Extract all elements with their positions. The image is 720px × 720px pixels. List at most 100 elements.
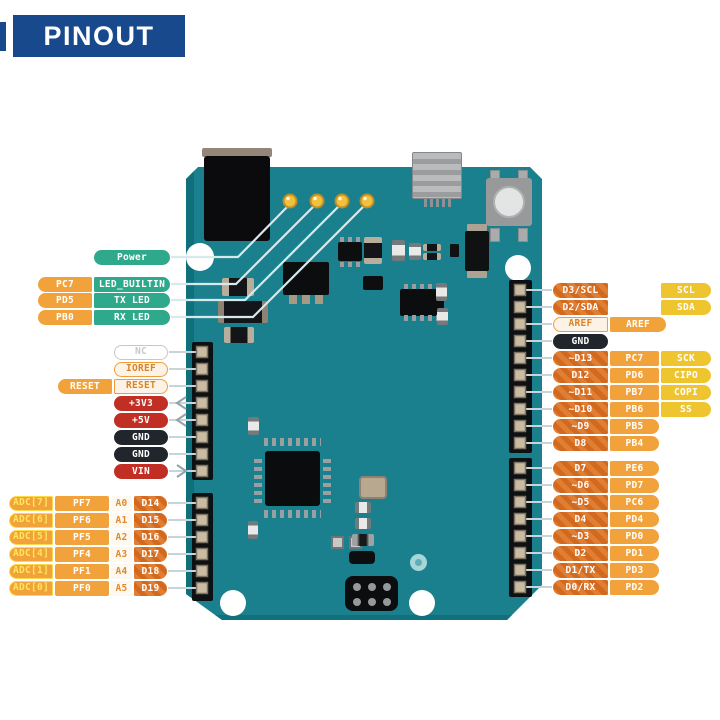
regulator-legs [289,295,323,304]
edge-fragment [0,22,6,51]
pin-label-pe6: PE6 [610,460,659,476]
header-pin [513,351,527,365]
pin-label-a5: A5 [111,580,132,596]
header-pin [513,461,527,475]
pin-label-aref: AREF [610,316,666,332]
capacitor [248,417,259,435]
led-wire [171,202,368,319]
mounting-hole [409,590,435,616]
header-pin [513,283,527,297]
pin-label-pc7: PC7 [38,276,92,292]
header-pin [195,396,209,410]
smd-component [450,244,459,257]
pin-label-pc6: PC6 [610,494,659,510]
header-pin [513,334,527,348]
pin-label-scl: SCL [661,282,711,298]
pin-label-pf6: PF6 [55,512,109,528]
header-pin [195,447,209,461]
pin-label-aref: AREF [553,316,608,332]
pin-label-pd7: PD7 [610,477,659,493]
header-pin [513,546,527,560]
pin-label-d4: D4 [553,511,608,527]
transistor-sot23 [363,276,383,290]
pin-label-gnd: GND [553,333,608,349]
pin-label-pd5: PD5 [38,292,92,308]
mcu-legs-left [254,457,262,503]
header-pin [195,362,209,376]
header-pin [195,464,209,478]
pin-label-led-builtin: LED_BUILTIN [94,276,170,292]
pin-label--d5: ~D5 [553,494,608,510]
board-led [309,193,325,209]
header-pin [513,300,527,314]
pin-label-d19: D19 [134,580,167,596]
mcu-legs-bottom [264,510,321,518]
board-led [359,193,375,209]
header-pin [513,436,527,450]
ic16-legs [404,284,440,290]
usb-pins [424,199,451,207]
pin-label-a1: A1 [111,512,132,528]
pin-label-sda: SDA [661,299,711,315]
pin-label-pd6: PD6 [610,367,659,383]
pin-label--d6: ~D6 [553,477,608,493]
capacitor [355,502,371,513]
polyfuse-lip [467,271,487,278]
pin-label-pf1: PF1 [55,563,109,579]
header-pin [513,529,527,543]
header-pin [513,512,527,526]
pin-label--3v3: +3V3 [114,395,168,411]
pin-label-tx-led: TX LED [94,292,170,308]
pin-label-pf7: PF7 [55,495,109,511]
icsp-pin [383,583,391,591]
header-pin [195,430,209,444]
pin-label-d18: D18 [134,563,167,579]
pin-label--d10: ~D10 [553,401,608,417]
tantalum-capacitor [364,237,382,264]
mcu-legs-right [323,457,331,503]
pin-label-pb7: PB7 [610,384,659,400]
ic-legs [340,262,360,267]
pin-label-reset: RESET [114,378,168,394]
led-wire [171,202,318,286]
title-banner: PINOUT [13,15,185,57]
pin-label-d7: D7 [553,460,608,476]
right-arrow-icon [176,464,188,478]
via-center [415,559,422,566]
pin-label-d1-tx: D1/TX [553,562,608,578]
pin-label-reset: RESET [58,378,112,394]
led-wire [171,202,343,302]
mounting-hole [505,255,531,281]
header-pin [195,379,209,393]
left-arrow-icon [175,396,187,410]
left-arrow-icon [175,413,187,427]
header-pin [513,385,527,399]
icsp-pin [353,598,361,606]
resistor [423,253,441,260]
resistor [423,244,441,251]
header-pin [513,495,527,509]
board-led [282,193,298,209]
header-pin [195,581,209,595]
pin-label-d15: D15 [134,512,167,528]
header-pin [513,563,527,577]
pin-label--d13: ~D13 [553,350,608,366]
pin-label-a4: A4 [111,563,132,579]
pin-label-pf4: PF4 [55,546,109,562]
mcu-legs-top [264,438,321,446]
capacitor [222,278,254,296]
ic-legs [340,237,360,242]
pin-label-ss: SS [661,401,711,417]
header-pin [195,547,209,561]
pin-label-pf0: PF0 [55,580,109,596]
pin-label-d2: D2 [553,545,608,561]
mounting-hole [220,590,246,616]
header-pin [195,530,209,544]
ic-8pin-body [338,242,362,261]
pin-label-nc: NC [114,344,168,360]
header-pin [195,496,209,510]
led-highlight [363,196,367,201]
pin-label--d11: ~D11 [553,384,608,400]
